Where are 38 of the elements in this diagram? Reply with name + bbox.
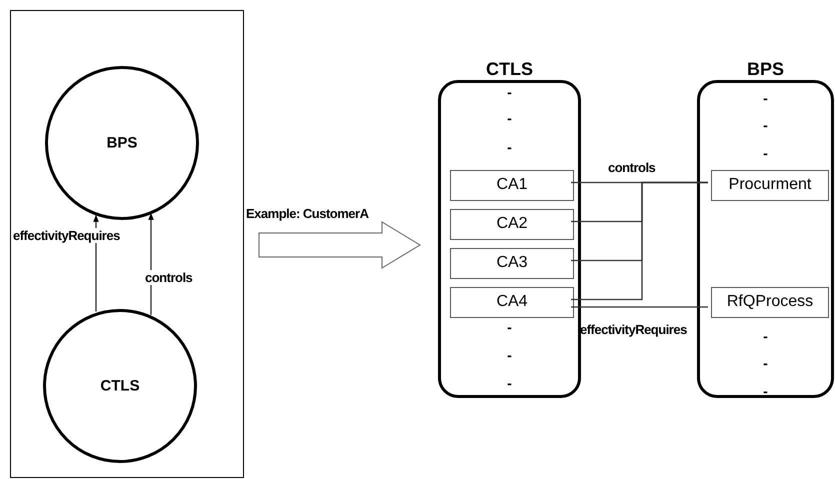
connector-line <box>571 182 708 300</box>
connector-line <box>571 306 708 308</box>
item-box <box>450 248 574 279</box>
ellipsis-dash: - <box>763 90 768 106</box>
ellipsis-dash: - <box>763 117 768 133</box>
block-arrow <box>258 221 421 269</box>
item-box <box>450 209 574 240</box>
item-box <box>711 287 829 318</box>
circle-node <box>45 66 199 220</box>
node-label: BPS <box>106 134 138 152</box>
ellipsis-dash: - <box>763 328 768 344</box>
node-label: CTLS <box>99 378 141 394</box>
node-label: CA1 <box>495 176 529 194</box>
node-label: RfQProcess <box>726 293 814 311</box>
container-title: BPS <box>746 59 785 80</box>
ellipsis-dash: - <box>763 383 768 399</box>
edge-label: effectivityRequires <box>579 322 688 337</box>
ellipsis-dash: - <box>507 110 512 126</box>
item-box <box>711 170 829 201</box>
item-box <box>450 170 574 201</box>
ellipsis-dash: - <box>507 319 512 335</box>
node-label: CA3 <box>495 254 529 272</box>
ellipsis-dash: - <box>763 145 768 161</box>
item-box <box>450 287 574 318</box>
ellipsis-dash: - <box>507 139 512 155</box>
node-label: CA2 <box>495 215 529 233</box>
ellipsis-dash: - <box>507 347 512 363</box>
circle-node <box>43 309 197 463</box>
edge-label: effectivityRequires <box>12 228 121 243</box>
container-title: CTLS <box>485 59 534 80</box>
edge-label: controls <box>144 270 194 285</box>
edge-label: Example: CustomerA <box>245 206 370 221</box>
node-label: Procurment <box>728 176 812 194</box>
ellipsis-dash: - <box>763 355 768 371</box>
ellipsis-dash: - <box>507 375 512 391</box>
edge-label: controls <box>607 160 656 175</box>
node-label: CA4 <box>495 293 529 311</box>
ellipsis-dash: - <box>507 84 512 100</box>
